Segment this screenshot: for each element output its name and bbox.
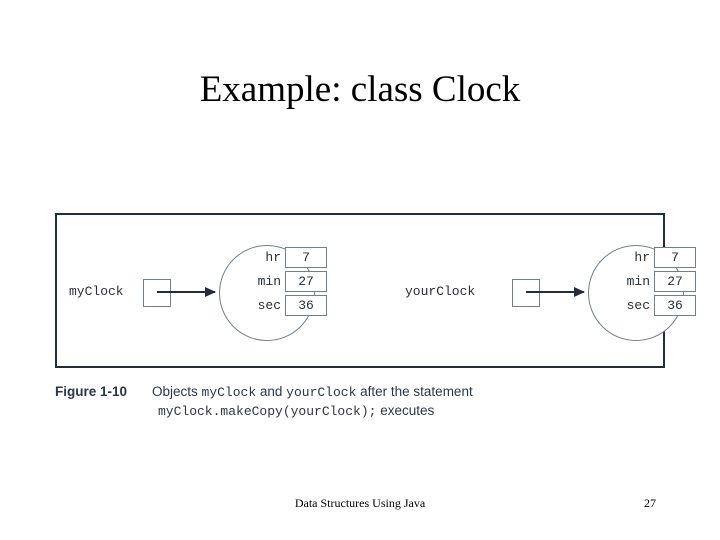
field-list-yourclock: hr 7 min 27 sec 36 xyxy=(622,247,696,316)
figure-number: Figure 1-10 xyxy=(55,384,128,399)
field-value: 36 xyxy=(285,295,327,316)
field-name: hr xyxy=(634,250,650,265)
figure-caption: Figure 1-10 Objects myClock and yourClock… xyxy=(55,383,665,421)
caption-text-post: after the statement xyxy=(356,384,473,399)
field-value: 36 xyxy=(654,295,696,316)
caption-code-yourclock: yourClock xyxy=(286,385,357,400)
field-row: sec 36 xyxy=(253,295,327,316)
reference-box-yourclock xyxy=(512,279,540,307)
field-name: sec xyxy=(257,298,281,313)
caption-line-1: Figure 1-10 Objects myClock and yourClock… xyxy=(55,383,665,402)
field-row: min 27 xyxy=(253,271,327,292)
field-name: min xyxy=(257,274,281,289)
field-name: min xyxy=(626,274,650,289)
caption-text-pre: Objects xyxy=(152,384,202,399)
field-row: min 27 xyxy=(622,271,696,292)
field-value: 27 xyxy=(285,271,327,292)
caption-line-2: myClock.makeCopy(yourClock); executes xyxy=(55,402,665,421)
field-value: 7 xyxy=(654,247,696,268)
caption-text-mid: and xyxy=(256,384,287,399)
figure-frame: myClock hr 7 min 27 sec 36 yourClock xyxy=(55,213,696,370)
reference-arrow-yourclock xyxy=(526,287,585,297)
footer-page-number: 27 xyxy=(644,496,656,510)
field-row: hr 7 xyxy=(622,247,696,268)
caption-text-executes: executes xyxy=(376,403,435,418)
caption-code-statement: myClock.makeCopy(yourClock); xyxy=(158,404,377,419)
field-value: 27 xyxy=(654,271,696,292)
field-row: hr 7 xyxy=(253,247,327,268)
field-name: hr xyxy=(265,250,281,265)
footer-book-title: Data Structures Using Java xyxy=(294,496,426,510)
field-value: 7 xyxy=(285,247,327,268)
field-name: sec xyxy=(626,298,650,313)
caption-code-myclock: myClock xyxy=(201,385,257,400)
reference-box-myclock xyxy=(143,279,171,307)
reference-arrow-myclock xyxy=(157,287,216,297)
variable-label-yourclock: yourClock xyxy=(405,284,476,299)
object-group-myclock: myClock hr 7 min 27 sec 36 xyxy=(57,215,362,370)
field-list-myclock: hr 7 min 27 sec 36 xyxy=(253,247,327,316)
variable-label-myclock: myClock xyxy=(69,284,124,299)
field-row: sec 36 xyxy=(622,295,696,316)
page-title: Example: class Clock xyxy=(199,69,521,110)
object-group-yourclock: yourClock hr 7 min 27 sec 36 xyxy=(357,215,696,370)
